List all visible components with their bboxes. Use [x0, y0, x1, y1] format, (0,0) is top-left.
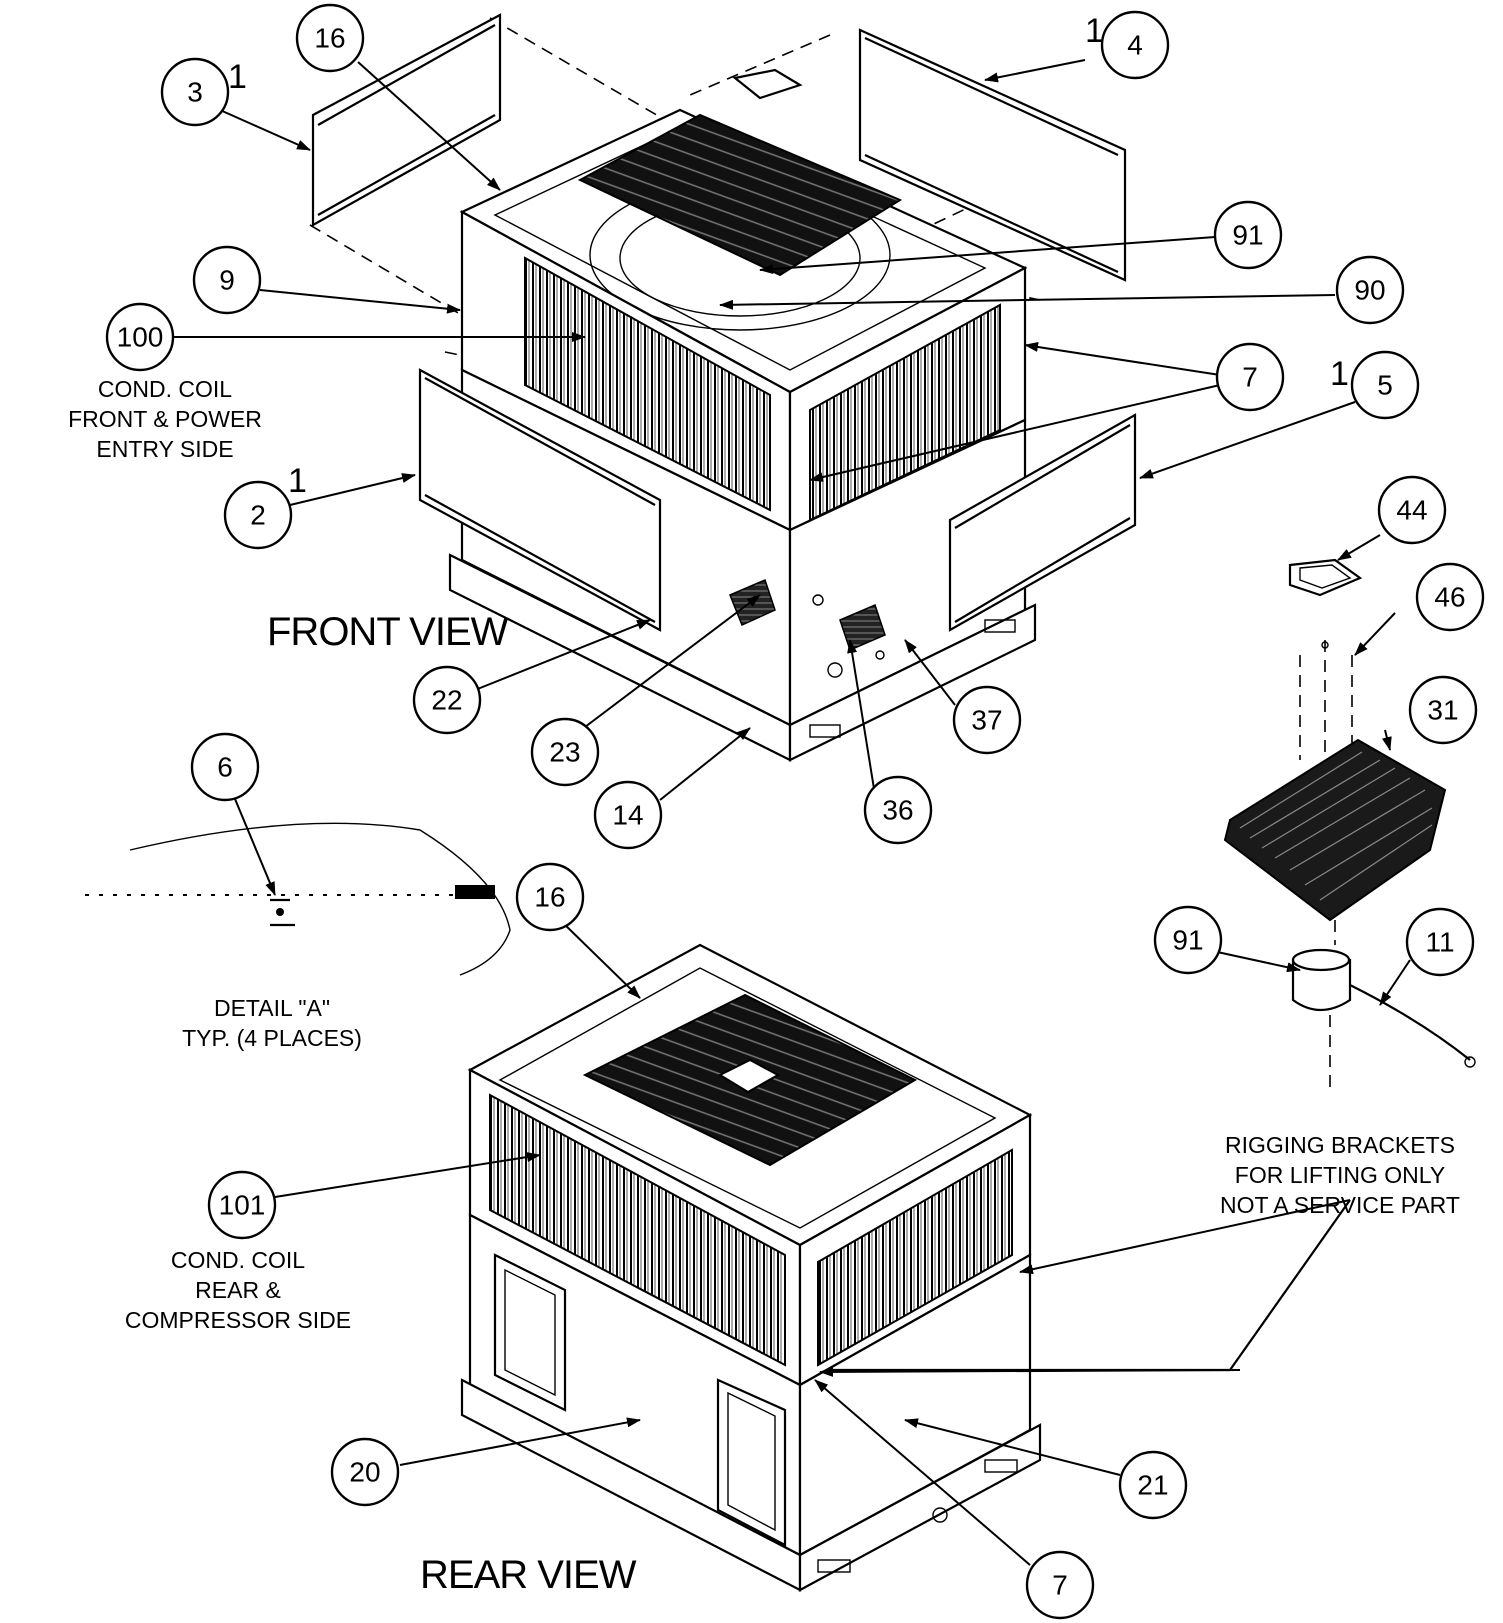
svg-text:11: 11: [1425, 927, 1454, 958]
callout-3: 3: [160, 57, 230, 127]
svg-text:100: 100: [117, 322, 164, 353]
callout-20: 20: [330, 1437, 400, 1507]
svg-text:16: 16: [534, 882, 565, 913]
svg-text:1: 1: [228, 58, 247, 96]
rear-side-coil: [817, 1148, 1013, 1367]
svg-text:ENTRY SIDE: ENTRY SIDE: [96, 436, 233, 462]
svg-text:3: 3: [187, 77, 203, 108]
callout-2: 2: [223, 480, 293, 550]
svg-text:5: 5: [1377, 370, 1393, 401]
callout-46: 46: [1415, 562, 1485, 632]
svg-text:14: 14: [612, 800, 643, 831]
callout-14: 14: [593, 780, 663, 850]
front-view-title: FRONT VIEW: [267, 610, 509, 654]
callout-11: 11: [1405, 907, 1475, 977]
svg-text:1: 1: [288, 462, 307, 500]
svg-text:20: 20: [349, 1457, 380, 1488]
revision-marks: 1 1 1 1: [228, 12, 1349, 500]
callout-22: 22: [412, 665, 482, 735]
svg-text:23: 23: [549, 737, 580, 768]
panel-3: [311, 13, 502, 227]
svg-text:1: 1: [1330, 355, 1349, 393]
base-side: [788, 603, 1037, 762]
callout-16-rear: 16: [515, 862, 585, 932]
fan-grille: [577, 113, 903, 277]
callout-36: 36: [863, 775, 933, 845]
svg-text:DETAIL "A": DETAIL "A": [214, 995, 330, 1021]
front-unit: [309, 13, 1137, 762]
callout-37: 37: [952, 685, 1022, 755]
detail-a-note: DETAIL "A" TYP. (4 PLACES): [182, 995, 362, 1051]
svg-text:44: 44: [1396, 495, 1427, 526]
svg-text:31: 31: [1427, 695, 1458, 726]
callout-31: 31: [1408, 675, 1478, 745]
svg-text:21: 21: [1137, 1470, 1168, 1501]
callout-44: 44: [1377, 475, 1447, 545]
panel-4: [858, 28, 1127, 282]
svg-text:91: 91: [1232, 220, 1263, 251]
panel-2: [418, 368, 662, 632]
callout-6: 6: [190, 732, 260, 802]
svg-text:NOT A SERVICE PART: NOT A SERVICE PART: [1220, 1192, 1460, 1218]
svg-text:7: 7: [1052, 1570, 1068, 1601]
svg-text:COMPRESSOR SIDE: COMPRESSOR SIDE: [125, 1307, 351, 1333]
callout-21: 21: [1118, 1450, 1188, 1520]
svg-text:22: 22: [431, 685, 462, 716]
svg-text:1: 1: [1085, 12, 1104, 50]
svg-text:FRONT & POWER: FRONT & POWER: [68, 406, 262, 432]
svg-text:FOR LIFTING ONLY: FOR LIFTING ONLY: [1235, 1162, 1445, 1188]
svg-text:REAR &: REAR &: [195, 1277, 281, 1303]
svg-text:TYP. (4 PLACES): TYP. (4 PLACES): [182, 1025, 362, 1051]
front-coil: [524, 256, 771, 512]
callout-23: 23: [530, 717, 600, 787]
svg-text:90: 90: [1354, 275, 1385, 306]
rear-coil: [489, 1093, 786, 1367]
callout-91-top: 91: [1213, 200, 1283, 270]
svg-text:37: 37: [971, 705, 1002, 736]
svg-text:91: 91: [1172, 925, 1203, 956]
side-coil: [809, 303, 1001, 522]
svg-text:101: 101: [219, 1190, 266, 1221]
motor-cap: [732, 68, 803, 100]
cap-44: [1288, 558, 1363, 597]
svg-text:6: 6: [217, 752, 233, 783]
callout-7-rear: 7: [1025, 1550, 1095, 1620]
rigging-note: RIGGING BRACKETS FOR LIFTING ONLY NOT A …: [1220, 1132, 1460, 1218]
leader-lines: [170, 59, 1411, 1566]
callout-90: 90: [1335, 255, 1405, 325]
svg-text:9: 9: [219, 265, 235, 296]
rear-coil-note: COND. COIL REAR & COMPRESSOR SIDE: [125, 1247, 351, 1333]
callout-91-motor: 91: [1153, 905, 1223, 975]
svg-text:16: 16: [314, 23, 345, 54]
panel-5: [948, 413, 1137, 632]
fan-assembly: [1223, 558, 1476, 1090]
detail-a: [85, 822, 511, 976]
callout-4: 4: [1100, 10, 1170, 80]
callout-7-top: 7: [1215, 342, 1285, 412]
callout-balloons: 16 3 4 9 91 90 100 7 5 2 44 46 22 23 37 …: [105, 3, 1485, 1620]
callout-9: 9: [192, 245, 262, 315]
rear-unit: [460, 943, 1042, 1592]
callout-16-top: 16: [295, 3, 365, 73]
svg-text:7: 7: [1242, 362, 1258, 393]
callout-101: 101: [207, 1170, 277, 1240]
callout-100: 100: [105, 302, 175, 372]
svg-text:4: 4: [1127, 30, 1143, 61]
svg-text:COND. COIL: COND. COIL: [171, 1247, 305, 1273]
motor-91: [1291, 958, 1352, 1011]
callout-5: 5: [1350, 350, 1420, 420]
front-coil-note: COND. COIL FRONT & POWER ENTRY SIDE: [68, 376, 262, 462]
svg-text:COND. COIL: COND. COIL: [98, 376, 232, 402]
svg-text:RIGGING BRACKETS: RIGGING BRACKETS: [1225, 1132, 1455, 1158]
svg-text:36: 36: [882, 795, 913, 826]
fan-guard-31: [1223, 738, 1447, 922]
rear-view-title: REAR VIEW: [420, 1553, 637, 1597]
svg-text:46: 46: [1434, 582, 1465, 613]
svg-text:2: 2: [250, 500, 266, 531]
